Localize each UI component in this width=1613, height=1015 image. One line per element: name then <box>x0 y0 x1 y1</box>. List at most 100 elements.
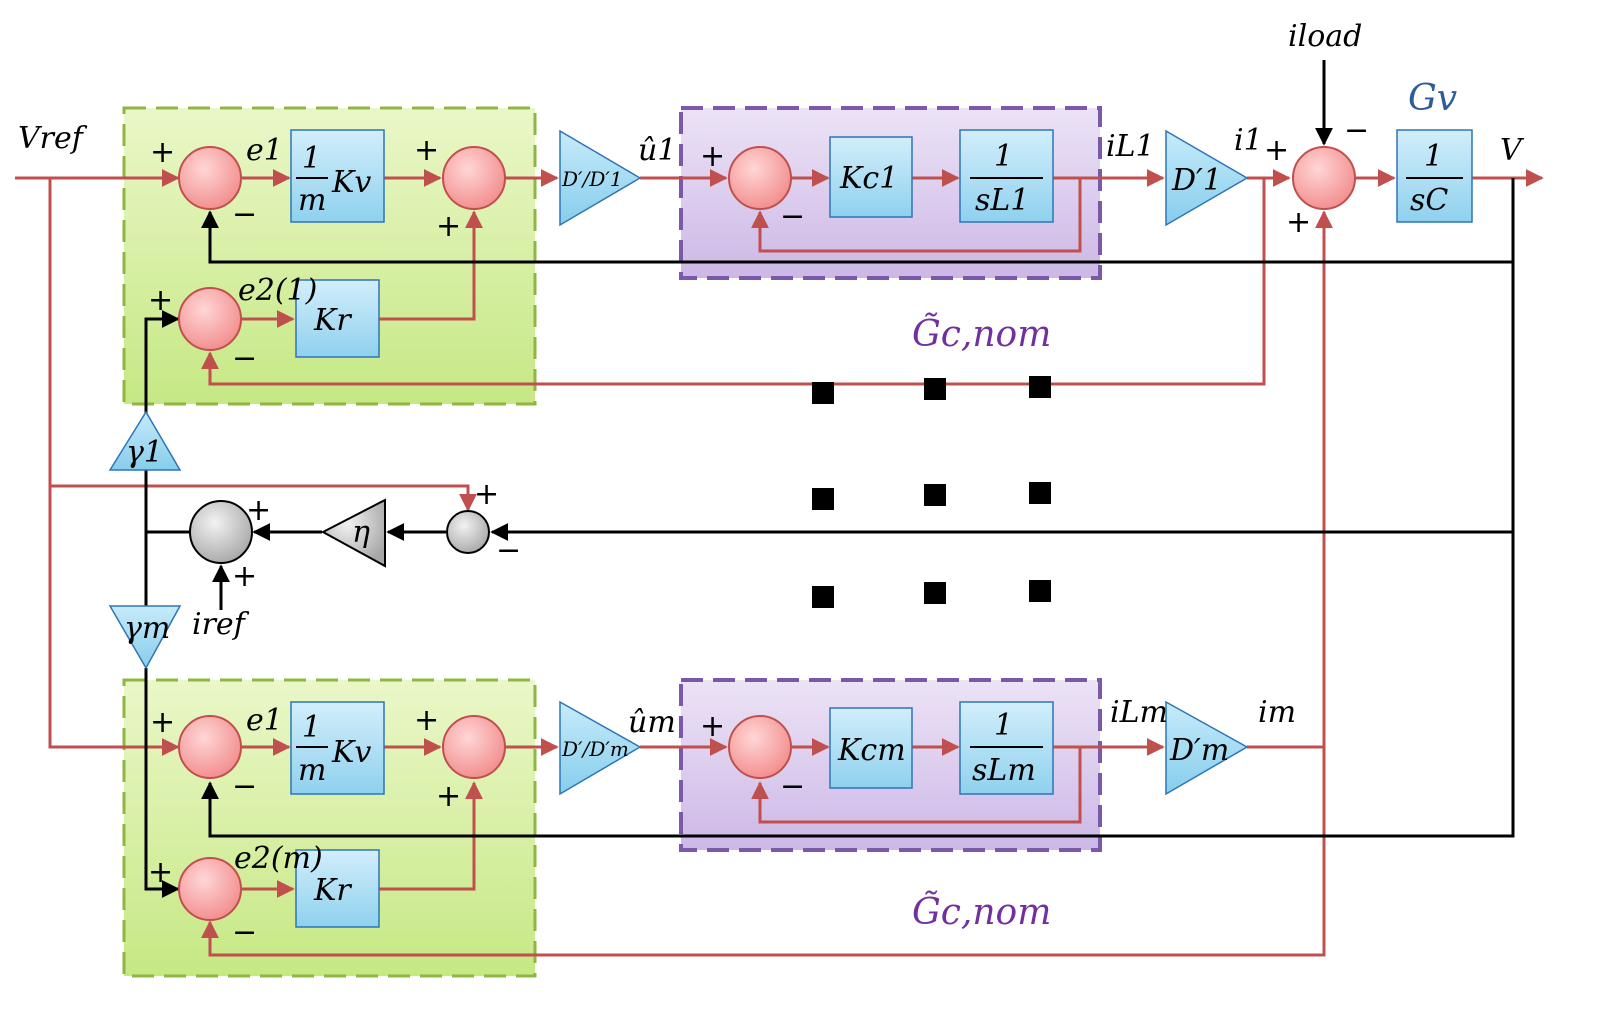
bottom-kv-denominator: m <box>298 753 326 788</box>
bottom-resonant-summer <box>178 857 242 921</box>
bottom-d-gain-label: D′m <box>1169 733 1229 768</box>
bottom-kc-block <box>829 707 913 789</box>
gv-denominator: sC <box>1410 183 1448 218</box>
gamma1-gain <box>108 410 182 471</box>
top-duty-gain <box>559 129 642 227</box>
bottom-kr-block <box>295 849 380 928</box>
iref-label: iref <box>192 607 250 642</box>
gv-numerator: 1 <box>1424 139 1443 174</box>
gamma1-label: γ1 <box>126 435 163 470</box>
top-il-label: iL1 <box>1106 129 1155 164</box>
dot <box>924 378 946 400</box>
sign-iref-plus-bottom: + <box>232 559 257 594</box>
gammam-label: γm <box>124 611 170 646</box>
sign-out-plus-left: + <box>1264 133 1289 168</box>
bottom-signal-lines <box>48 178 1326 957</box>
top-d-gain-label: D′1 <box>1171 163 1222 198</box>
bottom-i-label: im <box>1258 695 1296 730</box>
bottom-plant-numerator: 1 <box>994 708 1013 743</box>
dot <box>924 582 946 604</box>
voltage-error-summer <box>446 510 490 554</box>
sign-bot-ctrl-plus2: + <box>436 779 461 814</box>
top-duty-gain-label: D′/D′1 <box>561 167 623 191</box>
iload-label: iload <box>1288 19 1362 54</box>
bottom-error-summer <box>178 715 242 779</box>
iref-summer <box>189 500 253 564</box>
top-kc-block <box>829 136 913 218</box>
sign-bot-cur-plus: + <box>700 709 725 744</box>
top-e1-label: e1 <box>246 133 283 168</box>
gv-label: Gv <box>1408 78 1457 119</box>
sign-iref-plus-right: + <box>246 493 271 528</box>
sign-bot-e2-minus: − <box>232 915 257 950</box>
sign-top-ctrl-plus: + <box>414 133 439 168</box>
ellipsis-dots <box>812 376 1051 608</box>
bottom-plant-denominator: sLm <box>972 753 1036 788</box>
bottom-kc-gain: Kcm <box>837 733 906 768</box>
sign-top-e1-minus: − <box>232 197 257 232</box>
v-output-label: V <box>1500 133 1525 168</box>
top-gc-label: G̃c,nom <box>912 313 1051 355</box>
bottom-duty-gain <box>559 700 642 796</box>
top-e2-label: e2(1) <box>238 273 317 308</box>
bottom-gc-label: G̃c,nom <box>912 891 1051 933</box>
sign-bot-e2-plus: + <box>148 855 173 890</box>
eta-label: η <box>352 515 370 550</box>
top-plant-numerator: 1 <box>994 139 1013 174</box>
dot <box>924 484 946 506</box>
bottom-d-gain <box>1165 700 1249 796</box>
sign-top-cur-plus: + <box>700 139 725 174</box>
gv-block <box>1396 129 1473 223</box>
dot <box>1029 580 1051 602</box>
sign-top-cur-minus: − <box>780 199 805 234</box>
dot <box>812 382 834 404</box>
top-kr-gain: Kr <box>313 303 352 338</box>
sign-bot-e1-minus: − <box>232 769 257 804</box>
dot <box>812 586 834 608</box>
eta-gain <box>320 498 386 568</box>
dot <box>812 488 834 510</box>
top-kc-gain: Kc1 <box>839 161 898 196</box>
top-plant-denominator: sL1 <box>975 183 1029 218</box>
top-error-summer <box>178 146 242 210</box>
bottom-kv-gain: Kv <box>331 735 371 770</box>
gammam-gain <box>108 605 182 670</box>
bottom-kv-numerator: 1 <box>302 710 321 745</box>
bottom-current-summer <box>728 715 792 779</box>
top-i-label: i1 <box>1234 123 1263 158</box>
bottom-duty-gain-label: D′/D′m <box>561 737 629 761</box>
top-current-summer <box>728 146 792 210</box>
top-kr-block <box>295 279 380 358</box>
top-plant-block <box>959 129 1054 223</box>
sign-top-e1-plus: + <box>150 135 175 170</box>
top-u-label: û1 <box>638 133 676 168</box>
output-current-summer <box>1292 146 1356 210</box>
bottom-u-label: ûm <box>628 705 676 740</box>
sign-mid-minus: − <box>496 533 521 568</box>
top-kv-denominator: m <box>298 183 326 218</box>
sign-out-plus-bottom: + <box>1286 205 1311 240</box>
top-kv-gain: Kv <box>331 165 371 200</box>
top-resonant-summer <box>178 287 242 351</box>
sign-out-minus: − <box>1344 113 1369 148</box>
top-control-summer <box>442 146 506 210</box>
sign-bot-ctrl-plus: + <box>414 703 439 738</box>
bottom-il-label: iLm <box>1110 695 1168 730</box>
sign-mid-plus: + <box>474 477 499 512</box>
dot <box>1029 482 1051 504</box>
sign-top-e2-minus: − <box>232 341 257 376</box>
top-kv-numerator: 1 <box>302 141 321 176</box>
bottom-control-summer <box>442 715 506 779</box>
bottom-kr-gain: Kr <box>313 873 352 908</box>
top-kv-block <box>290 129 385 223</box>
sign-top-ctrl-plus2: + <box>436 209 461 244</box>
bottom-e1-label: e1 <box>246 703 283 738</box>
top-d-gain <box>1165 129 1249 227</box>
bottom-e2-label: e2(m) <box>234 841 323 876</box>
vref-label: Vref <box>18 121 88 156</box>
dot <box>1029 376 1051 398</box>
sign-bot-e1-plus: + <box>150 705 175 740</box>
sign-top-e2-plus: + <box>148 283 173 318</box>
sign-bot-cur-minus: − <box>780 769 805 804</box>
